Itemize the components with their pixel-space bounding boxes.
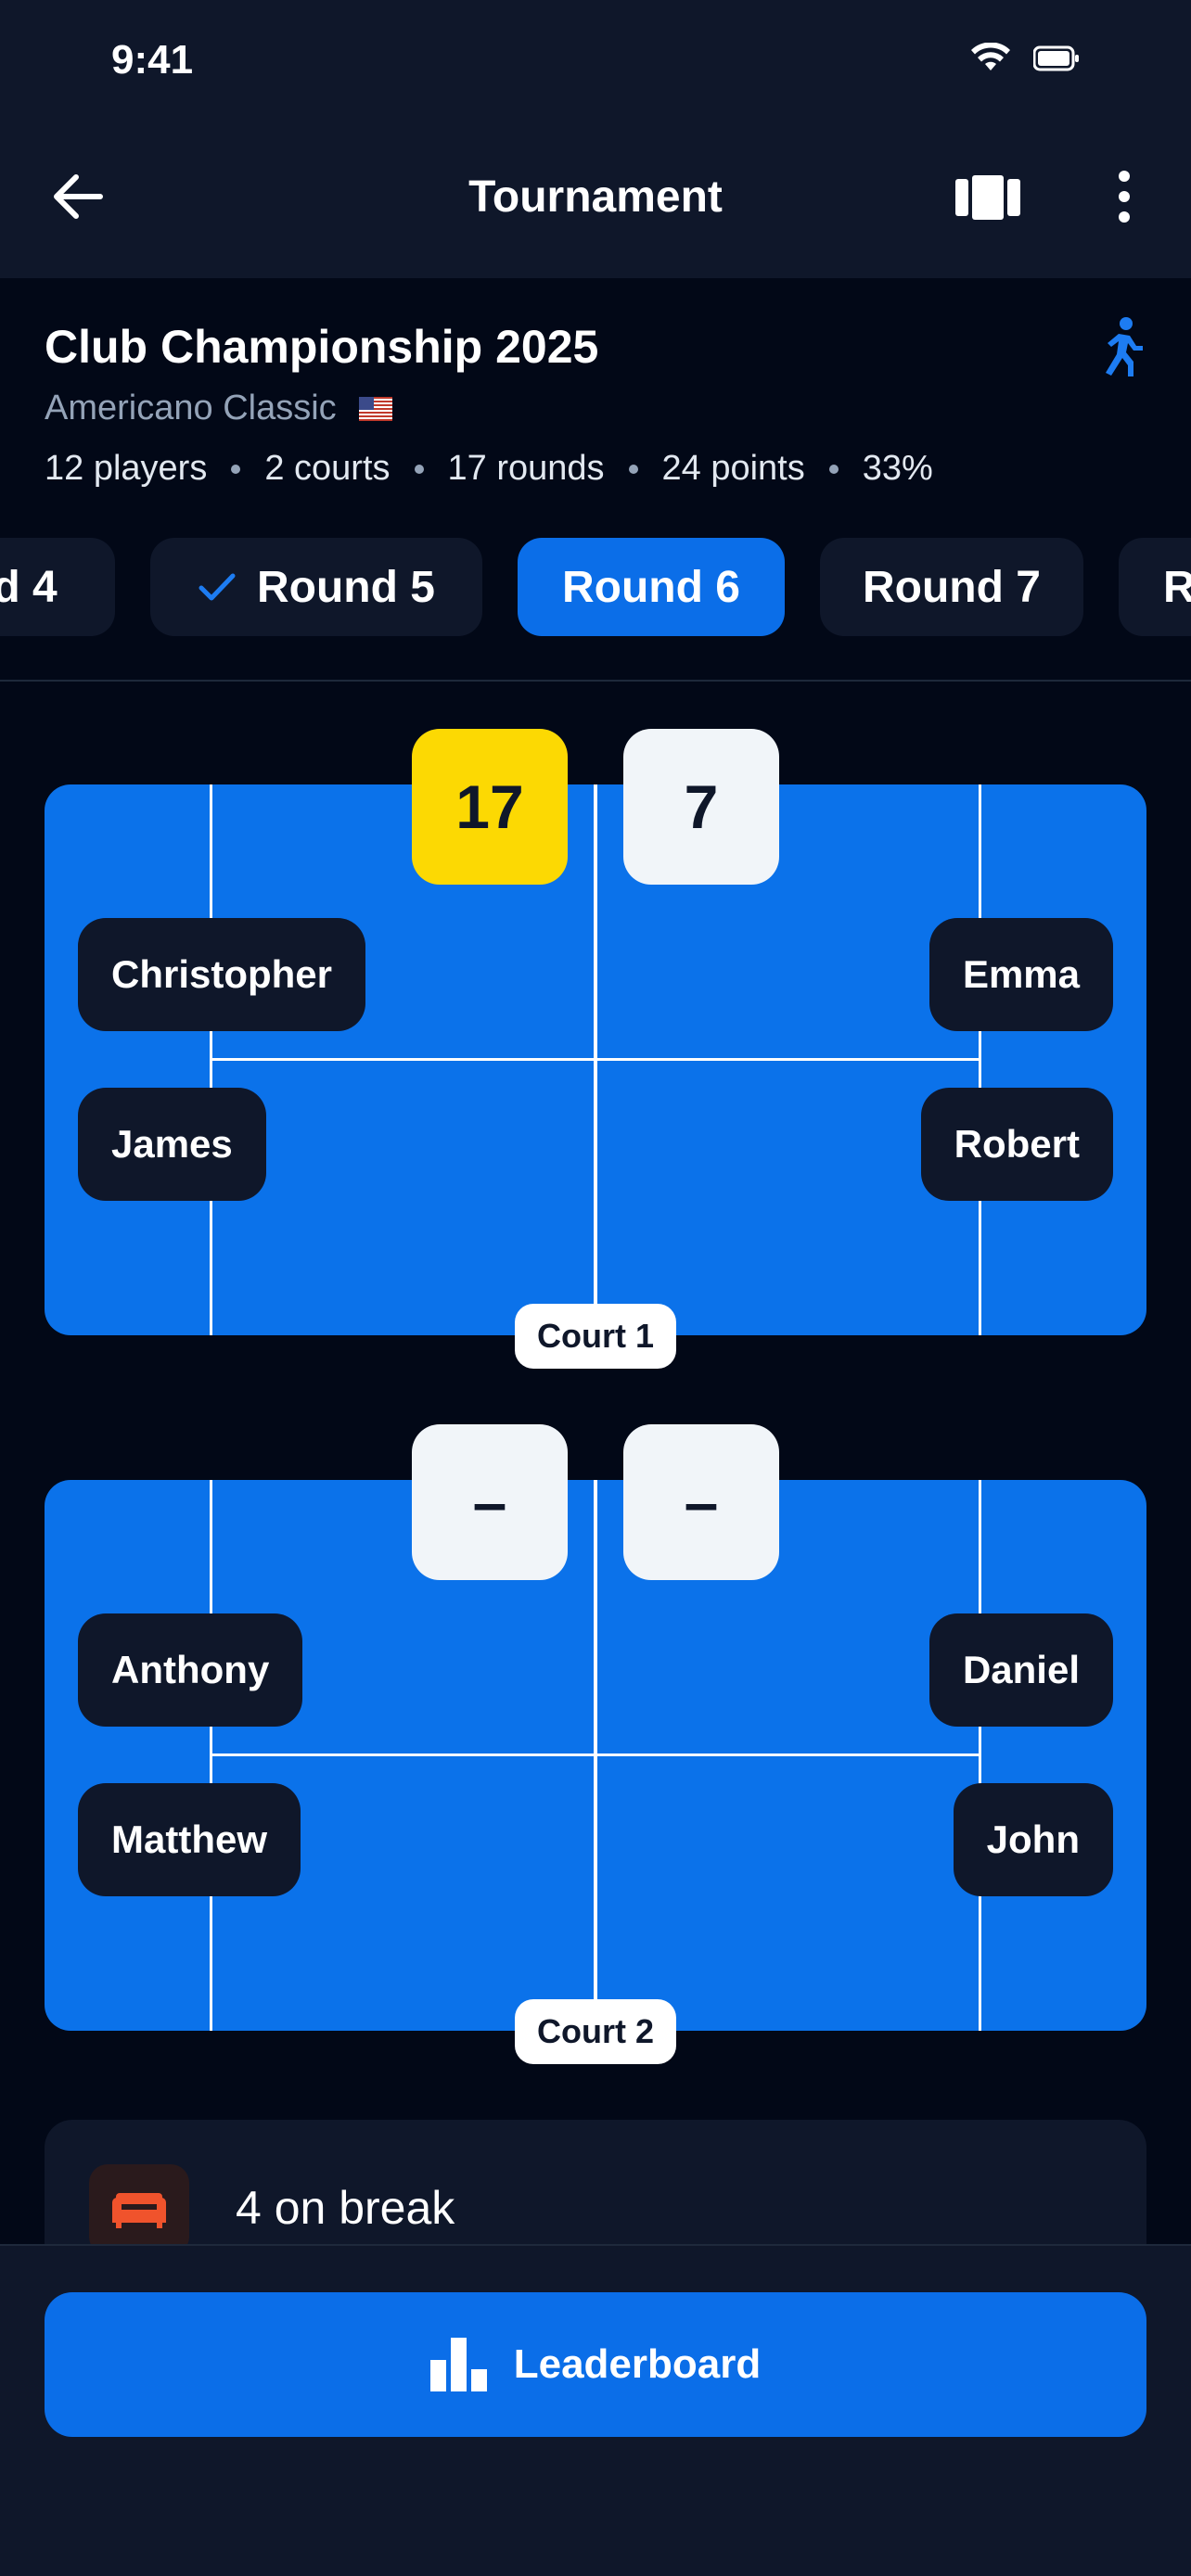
arrow-left-icon [54, 174, 103, 219]
score-team-2[interactable]: – [623, 1424, 779, 1580]
separator-dot [828, 464, 839, 474]
meta-progress: 33% [862, 449, 933, 488]
round-label: Round 6 [562, 562, 740, 612]
court-card-2: – – Anthony Matthew Daniel John Court 2 [45, 1424, 1146, 2064]
break-text: 4 on break [236, 2182, 455, 2234]
round-label: R [1163, 562, 1191, 612]
player-chip[interactable]: Daniel [928, 1613, 1113, 1727]
tournament-name: Club Championship 2025 [45, 321, 599, 373]
bottom-bar: Leaderboard [0, 2244, 1191, 2576]
check-icon [198, 573, 236, 601]
round-chip-5[interactable]: Round 5 [150, 538, 482, 636]
court-surface [45, 784, 1146, 1335]
page-title: Tournament [468, 172, 723, 222]
court-surface [45, 1480, 1146, 2031]
separator-dot [628, 464, 638, 474]
round-chip-6[interactable]: Round 6 [518, 538, 785, 636]
round-chip-7[interactable]: Round 7 [820, 538, 1083, 636]
player-chip[interactable]: Christopher [78, 918, 366, 1031]
player-chip[interactable]: Matthew [78, 1783, 301, 1896]
court-label: Court 2 [515, 1999, 676, 2064]
court-label: Court 1 [515, 1304, 676, 1369]
score-team-1[interactable]: 17 [412, 729, 568, 885]
separator-dot [231, 464, 241, 474]
more-menu-button[interactable] [1102, 167, 1146, 226]
meta-players: 12 players [45, 449, 208, 488]
player-chip[interactable]: James [78, 1088, 266, 1201]
court-icon [955, 175, 1020, 220]
wifi-icon [971, 43, 1010, 70]
meta-points: 24 points [661, 449, 805, 488]
court-line [210, 1753, 981, 1756]
round-selector: d 4 Round 5 Round 6 Round 7 R [0, 538, 1191, 636]
player-chip[interactable]: Emma [928, 918, 1113, 1031]
meta-courts: 2 courts [264, 449, 391, 488]
bar-chart-icon [429, 2338, 487, 2391]
player-chip[interactable]: John [953, 1783, 1113, 1896]
divider [0, 680, 1191, 682]
tournament-info: Club Championship 2025 Americano Classic… [45, 317, 1146, 489]
tournament-format: Americano Classic [45, 389, 337, 427]
sofa-icon [112, 2193, 166, 2228]
score-team-2[interactable]: 7 [623, 729, 779, 885]
sofa-icon-container [89, 2164, 189, 2255]
separator-dot [414, 464, 424, 474]
us-flag-icon [358, 396, 392, 421]
meta-rounds: 17 rounds [447, 449, 605, 488]
round-label: Round 7 [863, 562, 1041, 612]
round-label: Round 5 [257, 562, 435, 612]
running-person-icon [1106, 317, 1143, 376]
round-chip-4[interactable]: d 4 [0, 538, 115, 636]
score-team-1[interactable]: – [412, 1424, 568, 1580]
battery-icon [1033, 45, 1079, 71]
back-button[interactable] [48, 167, 108, 226]
court-view-button[interactable] [955, 172, 1020, 223]
court-line [210, 1058, 981, 1061]
top-bar: 9:41 Tournament [0, 0, 1191, 278]
round-chip-8[interactable]: R [1119, 538, 1191, 636]
player-chip[interactable]: Anthony [78, 1613, 303, 1727]
more-vertical-icon [1119, 171, 1130, 223]
round-label: d 4 [0, 562, 58, 612]
activity-button[interactable] [1091, 315, 1146, 380]
tournament-format-row: Americano Classic [45, 389, 1146, 428]
status-time: 9:41 [111, 37, 194, 83]
status-icons [970, 43, 1080, 74]
tournament-meta: 12 players 2 courts 17 rounds 24 points … [45, 449, 1146, 489]
player-chip[interactable]: Robert [920, 1088, 1113, 1201]
leaderboard-label: Leaderboard [513, 2341, 762, 2387]
court-card-1: 17 7 Christopher James Emma Robert Court… [45, 729, 1146, 1369]
leaderboard-button[interactable]: Leaderboard [45, 2292, 1146, 2437]
